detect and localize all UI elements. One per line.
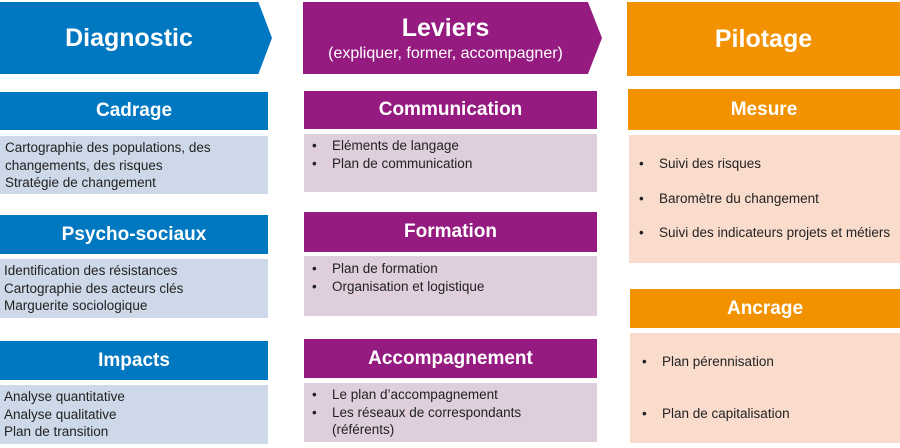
section-header-accompagnement: Accompagnement [304, 339, 597, 378]
list-item: Analyse qualitative [4, 406, 117, 422]
column-title: Diagnostic [65, 23, 193, 52]
section-header-impacts: Impacts [0, 341, 268, 380]
section-title: Accompagnement [368, 347, 533, 369]
list-item: Suivi des risques [631, 155, 900, 173]
list-item: Le plan d’accompagnement [304, 386, 597, 404]
section-header-ancrage: Ancrage [630, 289, 900, 328]
list-item: Baromètre du changement [631, 190, 900, 208]
section-title: Mesure [730, 98, 798, 120]
pilotage-box: Pilotage [627, 2, 900, 76]
section-header-communication: Communication [304, 91, 597, 129]
section-title: Formation [404, 221, 497, 242]
list-item: Organisation et logistique [304, 278, 597, 296]
list-item: Identification des résistances [4, 263, 178, 278]
list-item: Cartographie des populations, des change… [5, 140, 211, 173]
column-title: Leviers [401, 13, 490, 42]
list-item: Les réseaux de correspondants (référents… [304, 404, 542, 439]
section-body-ancrage: Plan pérennisation Plan de capitalisatio… [630, 333, 900, 443]
section-body-psycho-sociaux: Identification des résistances Cartograp… [0, 259, 268, 318]
list-item: Plan de transition [4, 424, 109, 439]
list-item: Suivi des indicateurs projets et métiers [631, 224, 900, 242]
list-item: Marguerite sociologique [4, 298, 148, 313]
list-item: Eléments de langage [304, 137, 597, 155]
section-title: Cadrage [95, 100, 173, 121]
section-header-cadrage: Cadrage [0, 92, 268, 130]
list-item: Stratégie de changement [5, 175, 156, 190]
leviers-arrow: Leviers (expliquer, former, accompagner) [303, 2, 602, 74]
section-body-impacts: Analyse quantitative Analyse qualitative… [0, 385, 268, 444]
section-title: Impacts [98, 349, 170, 371]
list-item: Plan pérennisation [634, 353, 900, 371]
section-title: Psycho-sociaux [61, 223, 207, 245]
section-title: Communication [378, 99, 523, 120]
section-header-psycho-sociaux: Psycho-sociaux [0, 215, 268, 254]
section-body-communication: Eléments de langage Plan de communicatio… [304, 134, 597, 192]
section-header-mesure: Mesure [628, 89, 900, 130]
column-title: Pilotage [714, 24, 813, 53]
list-item: Analyse quantitative [4, 389, 125, 404]
list-item: Plan de formation [304, 260, 597, 278]
list-item: Plan de capitalisation [634, 405, 900, 423]
section-body-mesure: Suivi des risques Baromètre du changemen… [629, 135, 900, 263]
section-header-formation: Formation [304, 212, 597, 252]
list-item: Cartographie des acteurs clés [4, 280, 184, 296]
list-item: Plan de communication [304, 155, 597, 173]
section-title: Ancrage [726, 297, 804, 319]
section-body-cadrage: Cartographie des populations, des change… [0, 136, 268, 194]
section-body-accompagnement: Le plan d’accompagnement Les réseaux de … [304, 383, 597, 442]
column-subtitle: (expliquer, former, accompagner) [328, 44, 563, 62]
section-body-formation: Plan de formation Organisation et logist… [304, 256, 597, 316]
diagnostic-arrow: Diagnostic [0, 2, 272, 74]
